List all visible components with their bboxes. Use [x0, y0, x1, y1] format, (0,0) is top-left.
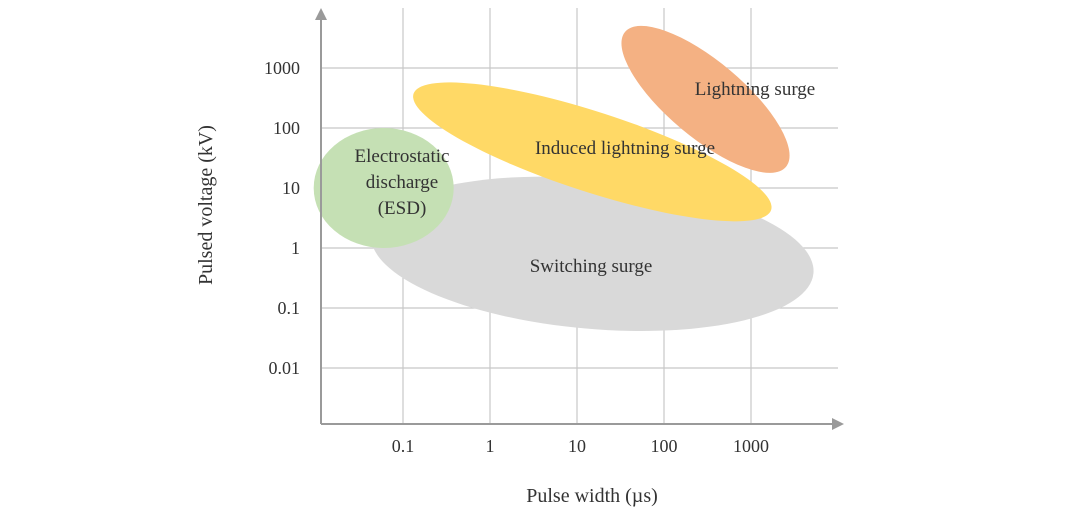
y-axis-arrow: [315, 8, 327, 20]
region-esd: [313, 128, 454, 248]
y-tick-4: 0.1: [278, 298, 301, 318]
region-label-esd-1: discharge: [366, 172, 438, 193]
y-tick-0: 1000: [264, 58, 300, 78]
x-tick-2: 10: [568, 436, 586, 456]
x-tick-1: 1: [486, 436, 495, 456]
region-induced: [413, 82, 772, 222]
regions: [313, 25, 814, 331]
axes: [315, 8, 844, 430]
y-tick-1: 100: [273, 118, 300, 138]
y-tick-3: 1: [291, 238, 300, 258]
y-tick-labels: 1000 100 10 1 0.1 0.01: [264, 58, 300, 378]
x-tick-labels: 0.1 1 10 100 1000: [392, 436, 769, 456]
region-lightning: [621, 25, 790, 173]
x-axis-title: Pulse width (µs): [526, 485, 658, 507]
region-label-lightning-0: Lightning surge: [695, 79, 816, 100]
x-tick-4: 1000: [733, 436, 769, 456]
y-axis-title: Pulsed voltage (kV): [195, 125, 217, 285]
region-labels: Switching surge Induced lightning surge Li…: [355, 79, 816, 277]
x-axis-arrow: [832, 418, 844, 430]
y-tick-5: 0.01: [269, 358, 301, 378]
x-tick-0: 0.1: [392, 436, 415, 456]
y-tick-2: 10: [282, 178, 300, 198]
x-tick-3: 100: [651, 436, 678, 456]
region-label-esd-0: Electrostatic: [355, 146, 450, 167]
region-label-switching-0: Switching surge: [530, 256, 653, 277]
region-label-induced-0: Induced lightning surge: [535, 138, 715, 159]
region-label-esd-2: (ESD): [378, 198, 427, 219]
